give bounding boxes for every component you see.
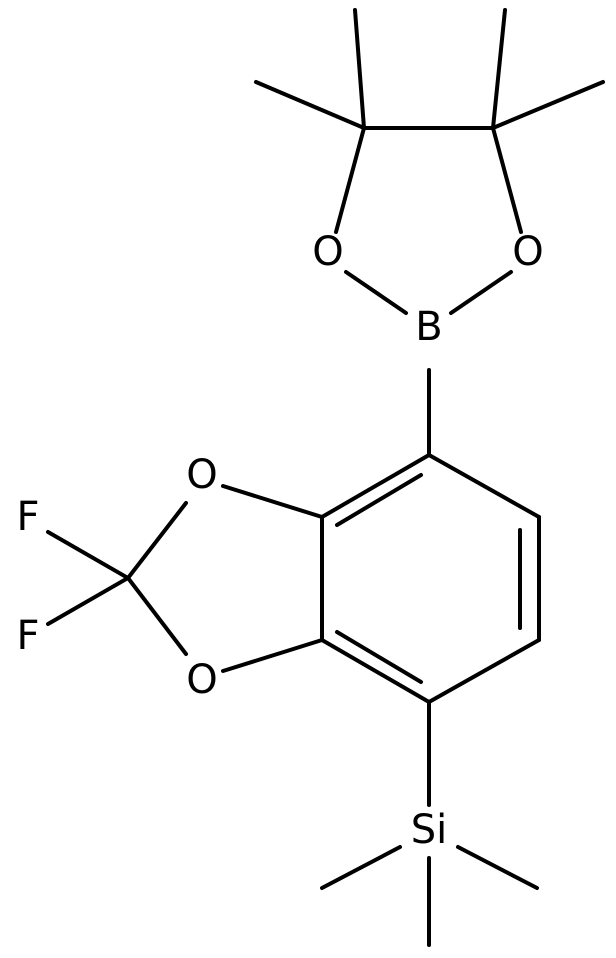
atom-o-pinacol-left: O <box>312 229 343 275</box>
atom-fluorine-top: F <box>16 494 39 540</box>
atom-silicon: Si <box>411 807 448 853</box>
bond-lines <box>46 8 605 947</box>
bond-c7-c7a-double <box>335 630 423 684</box>
bond-c7-c7a <box>320 638 431 704</box>
bond-c6-c7 <box>427 638 541 704</box>
bond-c3a-c4-double <box>335 473 423 527</box>
bond-methyl-c1-up <box>353 8 366 130</box>
bond-c4-c5 <box>427 453 541 519</box>
bond-c1-o-left <box>334 126 366 234</box>
bond-c3a-c4 <box>320 453 431 519</box>
atom-o-dioxole-top: O <box>186 452 217 498</box>
bond-si-methyl-left <box>320 845 402 890</box>
atom-fluorine-bottom: F <box>16 613 39 659</box>
atom-o-pinacol-right: O <box>512 229 543 275</box>
atom-labels: O O B O O F F Si <box>16 229 543 853</box>
bond-methyl-c2-right <box>491 80 605 130</box>
atom-o-dioxole-bottom: O <box>186 657 217 703</box>
bond-c3a-o-top <box>221 484 324 519</box>
bond-methyl-c2-up <box>491 8 507 130</box>
bond-c2-o-right <box>491 126 523 234</box>
bond-cf2-f-bottom <box>46 576 130 626</box>
bond-si-methyl-right <box>456 845 539 890</box>
bond-o-top-cf2 <box>126 501 188 580</box>
bond-methyl-c1-left <box>254 80 366 130</box>
bond-c7a-o-bottom <box>221 638 324 673</box>
bond-cf2-f-top <box>46 530 130 580</box>
bond-o-right-b <box>449 270 513 315</box>
atom-boron: B <box>415 304 442 350</box>
bond-o-left-b <box>344 270 408 315</box>
bond-o-bottom-cf2 <box>126 576 188 656</box>
